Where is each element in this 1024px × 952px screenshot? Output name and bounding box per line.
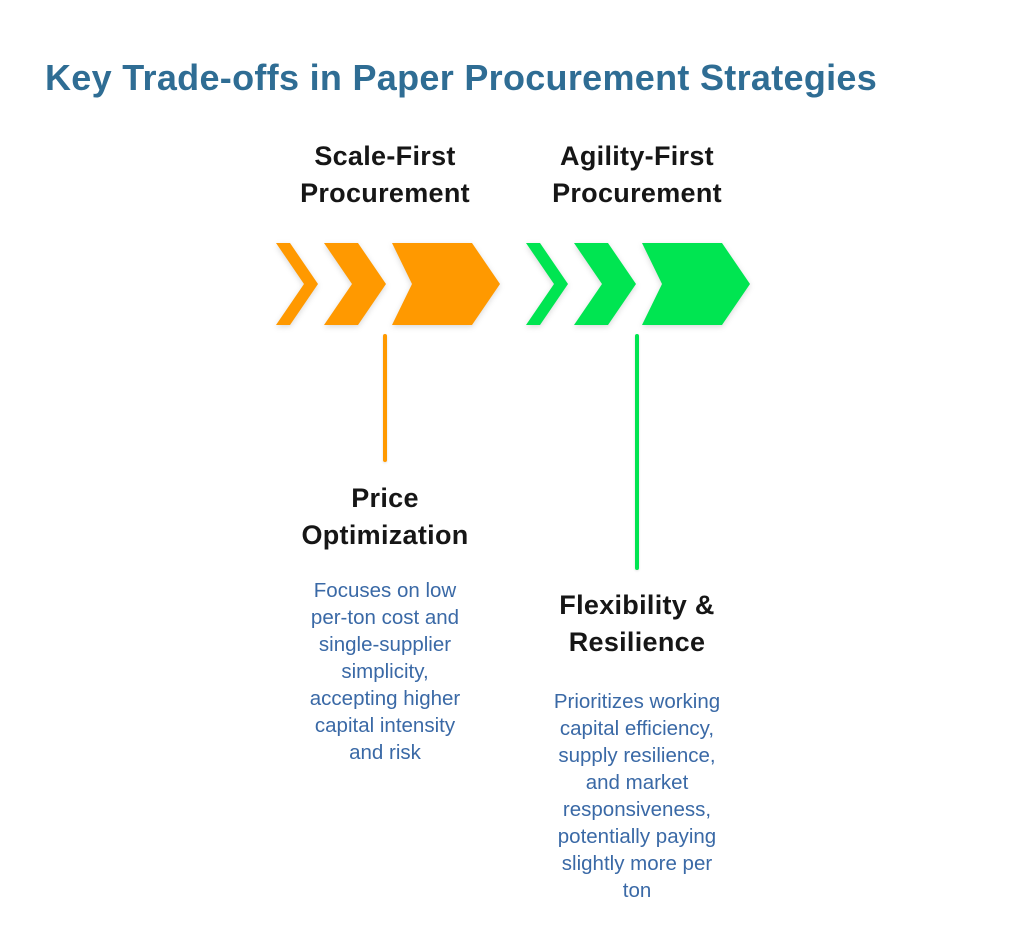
- connector-line-rect: [635, 334, 639, 570]
- outcome-description-flexibility-resilience: Prioritizes working capital efficiency, …: [553, 690, 721, 902]
- column-header-scale-first: Scale-First Procurement: [300, 141, 470, 208]
- outcome-label-flexibility-resilience: Flexibility & Resilience: [559, 590, 715, 657]
- outcome-label-price-optimization: Price Optimization: [301, 483, 469, 550]
- connector-line-rect: [383, 334, 387, 462]
- chevron-group-orange: [276, 243, 500, 325]
- connector-line-agility-first: [635, 334, 639, 570]
- chevron-arrows-icon: [526, 243, 750, 325]
- chevron-group-green: [526, 243, 750, 325]
- connector-line-scale-first: [383, 334, 387, 462]
- chevron-arrows-icon: [276, 243, 500, 325]
- column-header-agility-first: Agility-First Procurement: [552, 141, 722, 208]
- outcome-description-price-optimization: Focuses on low per-ton cost and single-s…: [309, 579, 461, 764]
- page-title: Key Trade-offs in Paper Procurement Stra…: [45, 57, 878, 98]
